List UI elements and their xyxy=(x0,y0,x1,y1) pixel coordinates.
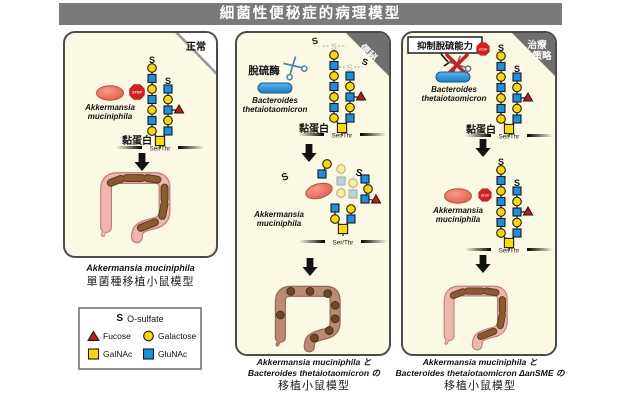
bacteroides-bacterium-icon xyxy=(435,71,471,83)
glycan-stub xyxy=(330,203,356,236)
serthr-label: Ser/Thr xyxy=(332,133,353,140)
colon-healthy xyxy=(446,291,502,345)
akkermansia-label: Akkermansia xyxy=(253,210,304,219)
serthr-label: Ser/Thr xyxy=(333,240,354,247)
corner-fold xyxy=(346,33,389,76)
glycan-legend: S O-sulfate Fucose Galactose GalNAc xyxy=(78,307,202,370)
stop-sign-icon xyxy=(129,84,145,100)
caption-normal: Akkermansia muciniphila 單菌種移植小鼠模型 xyxy=(48,263,233,289)
down-arrow-icon xyxy=(302,258,318,276)
caption-line: Akkermansia muciniphila と xyxy=(422,357,538,367)
akkermansia-bacterium-icon xyxy=(303,180,335,202)
down-arrow-icon xyxy=(301,144,317,162)
fecal-pellets xyxy=(275,286,340,343)
glunac-label: GluNAc xyxy=(158,348,188,359)
sulfate-s-released: S xyxy=(311,35,319,46)
panel-treatment: 治療 策略 抑制脫硫能力 Bacteroides thetaiotaomicro… xyxy=(401,31,557,356)
cut-marks xyxy=(323,45,362,68)
corner-label-normal: 正常 xyxy=(186,40,206,53)
panel-constipation: 便秘 脫硫酶 Bacteroides thetaiotaomicron S S … xyxy=(235,31,391,356)
stop-sign-icon xyxy=(476,42,490,56)
fucose-label: Fucose xyxy=(103,330,131,341)
galactose-label: Galactose xyxy=(158,330,197,341)
galnac-square-icon xyxy=(87,347,100,360)
bacteroides-label: Bacteroides xyxy=(252,96,298,105)
sulfate-s-free: S xyxy=(280,171,290,184)
akkermansia-bacterium-icon xyxy=(444,188,472,204)
colon-constipated xyxy=(276,287,339,346)
mucin-label: 黏蛋白 xyxy=(466,123,496,136)
glycan-fragment xyxy=(360,174,382,204)
scissors-icon xyxy=(279,53,309,82)
fucose-triangle-icon xyxy=(87,330,100,341)
sulfate-s-free: S xyxy=(354,167,364,179)
corner-label-treatment: 治療 xyxy=(527,39,547,51)
bacteroides-label: Bacteroides xyxy=(431,85,477,94)
sulfate-s-released: S xyxy=(361,56,370,67)
caption-line: Bacteroides thetaiotaomicron ΔanSME の xyxy=(395,367,565,378)
down-arrow-icon xyxy=(475,255,491,273)
glunac-square-icon xyxy=(142,347,155,360)
corner-fold-edge xyxy=(175,33,216,75)
bacteroides-bacterium-icon xyxy=(257,82,293,94)
sulfate-s: S xyxy=(165,76,171,86)
figure-title: 細菌性便秘症的病理模型 xyxy=(59,3,562,25)
caption-line: Akkermansia muciniphila と xyxy=(256,357,372,367)
galnac-label: GalNAc xyxy=(103,348,133,359)
bacteroides-label: thetaiotaomicron xyxy=(422,94,487,103)
serthr-label: Ser/Thr xyxy=(499,134,520,141)
sulfate-s: S xyxy=(149,55,155,65)
serthr-label: Ser/Thr xyxy=(150,146,171,153)
caption-constipation: Akkermansia muciniphila と Bacteroides th… xyxy=(228,357,400,393)
panel-treatment-art: 治療 策略 抑制脫硫能力 Bacteroides thetaiotaomicro… xyxy=(407,33,555,354)
panel-normal: 正常 Akkermansia muciniphila S S 黏蛋白 Ser/T… xyxy=(63,31,218,258)
degraded-glycan-ghost xyxy=(336,163,358,200)
legend-galactose: Galactose xyxy=(142,328,204,343)
akkermansia-label: muciniphila xyxy=(257,219,302,228)
galactose-circle-icon xyxy=(143,330,154,341)
akkermansia-label: muciniphila xyxy=(436,215,481,224)
caption-line: 移植小鼠模型 xyxy=(278,380,350,392)
corner-label-treatment: 策略 xyxy=(531,50,552,62)
mucin-label: 黏蛋白 xyxy=(122,134,152,147)
caption-treatment: Akkermansia muciniphila と Bacteroides th… xyxy=(392,357,568,393)
sulfate-label: O-sulfate xyxy=(127,313,164,324)
legend-fucose: Fucose xyxy=(87,328,142,343)
legend-glunac: GluNAc xyxy=(142,346,204,361)
sulfate-symbol: S xyxy=(116,313,124,324)
akkermansia-bacterium-icon xyxy=(96,85,124,101)
caption-line: 單菌種移植小鼠模型 xyxy=(86,276,195,288)
sulfate-s: S xyxy=(498,157,504,167)
glycan-fragment xyxy=(317,159,332,179)
legend-galnac: GalNAc xyxy=(87,346,142,361)
sulfate-s: S xyxy=(514,178,520,188)
colon-healthy xyxy=(103,178,165,237)
caption-line: Akkermansia muciniphila xyxy=(86,263,195,273)
serthr-label: Ser/Thr xyxy=(499,248,520,255)
caption-line: 移植小鼠模型 xyxy=(444,380,516,392)
mucin-label: 黏蛋白 xyxy=(299,122,329,135)
sulfate-s-ghost: S xyxy=(347,63,353,73)
akkermansia-label: Akkermansia xyxy=(432,206,483,215)
inhibit-label: 抑制脫硫能力 xyxy=(417,40,473,51)
stop-sign-icon xyxy=(478,188,492,202)
akkermansia-label: muciniphila xyxy=(88,112,133,121)
down-arrow-icon xyxy=(134,153,150,171)
panel-constipation-art: 便秘 脫硫酶 Bacteroides thetaiotaomicron S S … xyxy=(243,33,389,354)
corner-fold xyxy=(512,33,555,76)
akkermansia-label: Akkermansia xyxy=(84,103,135,112)
bacteroides-label: thetaiotaomicron xyxy=(243,105,308,114)
sulfate-s-ghost: S xyxy=(331,42,337,52)
sulfate-s: S xyxy=(498,43,504,53)
caption-line: Bacteroides thetaiotaomicron の xyxy=(247,367,381,378)
legend-sulfate: S O-sulfate xyxy=(80,309,200,328)
desulfatase-label: 脫硫酶 xyxy=(248,64,280,77)
panel-normal-art: 正常 Akkermansia muciniphila S S 黏蛋白 Ser/T… xyxy=(84,33,216,256)
down-arrow-icon xyxy=(475,139,491,157)
sulfate-s: S xyxy=(514,64,520,74)
